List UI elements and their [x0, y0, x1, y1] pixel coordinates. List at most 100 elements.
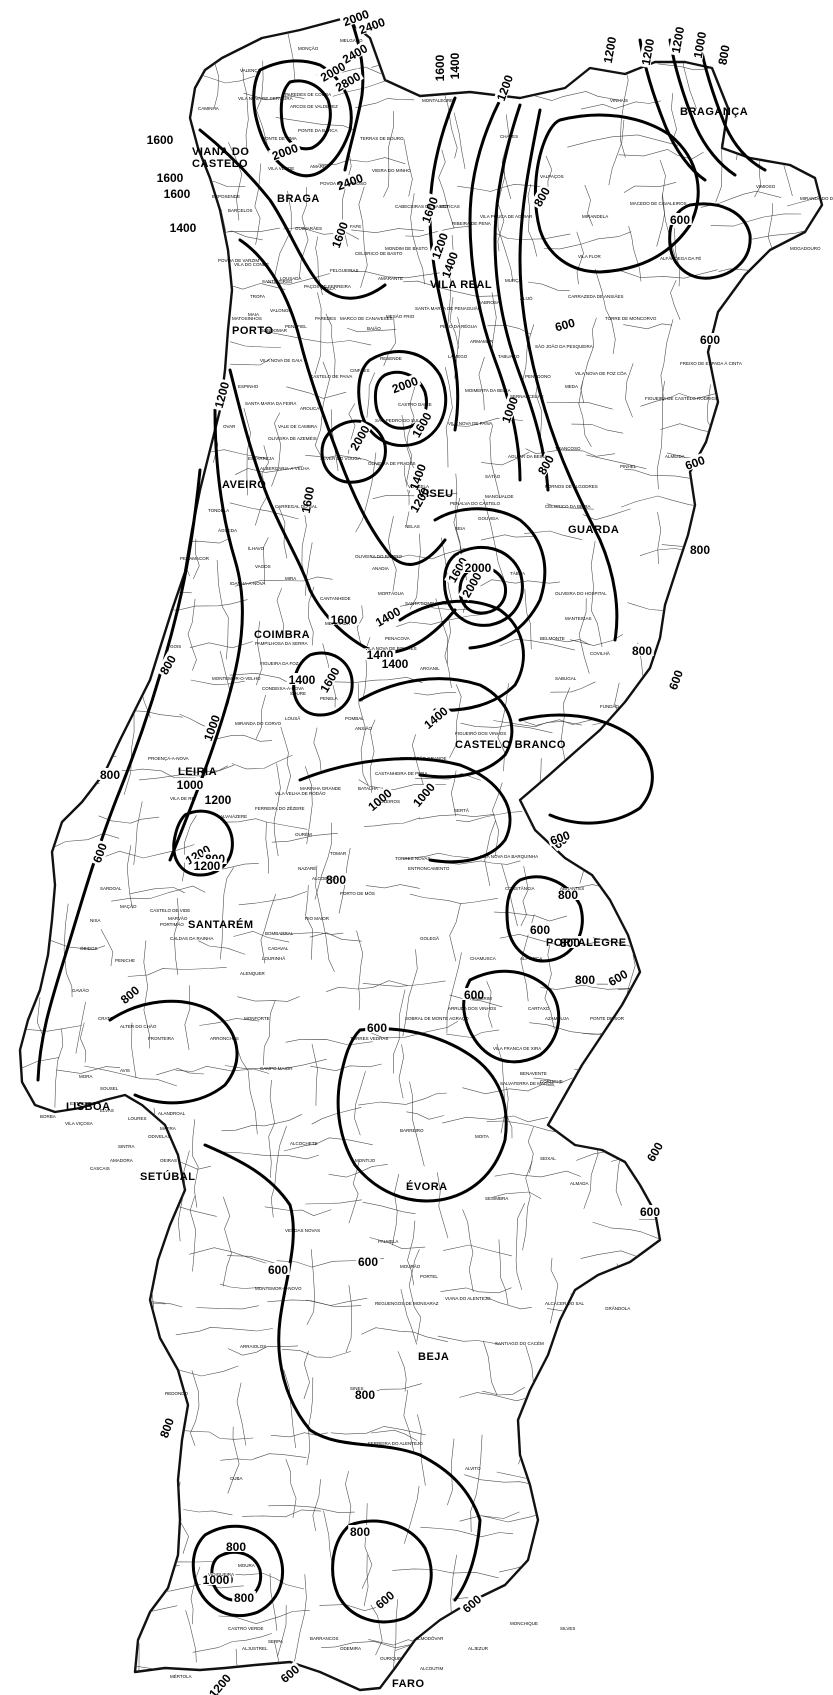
municipal-boundary — [676, 1600, 775, 1613]
municipal-boundary — [588, 20, 625, 30]
municipal-boundary — [280, 726, 292, 794]
municipal-boundary — [524, 530, 583, 540]
municipal-boundary — [462, 1209, 474, 1292]
isoline-label-bg — [174, 778, 206, 790]
town-label: PENALVA DO CASTELO — [450, 501, 501, 506]
town-label: CARREGAL DO SAL — [275, 504, 318, 509]
town-label: VIDIGUEIRA — [208, 1572, 234, 1577]
municipal-boundary — [713, 413, 731, 482]
municipal-boundary — [706, 1431, 759, 1448]
isoline-label-text: 800 — [715, 44, 732, 66]
town-label: TONDELA — [208, 508, 229, 513]
municipal-boundary — [0, 714, 1, 827]
municipal-boundary — [719, 321, 798, 334]
municipal-boundary — [748, 732, 761, 777]
municipal-boundary — [411, 734, 425, 787]
municipal-boundary — [608, 119, 625, 186]
municipal-boundary — [787, 188, 822, 207]
isoline-label-bg — [181, 841, 214, 868]
municipal-boundary — [634, 1455, 731, 1464]
municipal-boundary — [478, 357, 485, 411]
municipal-boundary — [119, 248, 141, 353]
town-label: SOBRAL DE MONTE AGRAÇO — [405, 1016, 469, 1021]
isoline-label: 800 — [715, 42, 733, 68]
municipal-boundary — [566, 1596, 574, 1638]
town-label: MARINHA GRANDE — [300, 786, 341, 791]
city-label-beja: BEJA — [418, 1351, 449, 1363]
municipal-boundary — [712, 1592, 721, 1690]
municipal-boundary — [283, 1137, 373, 1152]
town-label: ALCOUTIM — [420, 1666, 444, 1671]
municipal-boundary — [369, 719, 376, 793]
town-label: AMARANTE — [378, 276, 403, 281]
town-label: ÍLHAVO — [248, 545, 265, 551]
municipal-boundary — [657, 1253, 743, 1262]
isoline-label-bg — [363, 784, 396, 814]
iso-1000-gardunha — [358, 677, 514, 779]
town-label: ÓBIDOS — [80, 945, 98, 951]
municipal-boundary — [357, 683, 369, 786]
isoline-label: 600 — [266, 1263, 290, 1277]
town-label: CAMPO MAIOR — [260, 1066, 293, 1071]
municipal-boundary — [141, 1334, 154, 1427]
municipal-boundary — [800, 1599, 816, 1680]
town-label: BARREIRO — [400, 1128, 424, 1133]
municipal-boundary — [590, 541, 603, 648]
municipal-boundary — [303, 1351, 310, 1400]
municipal-boundary — [41, 149, 138, 161]
isoline-label: 1600 — [433, 52, 447, 84]
isoline-label-bg — [528, 923, 552, 935]
municipal-boundary — [566, 1394, 577, 1457]
municipal-boundary — [676, 1380, 769, 1389]
town-label: VINHAIS — [610, 98, 628, 103]
isoline-label-text: 800 — [157, 1416, 177, 1440]
city-label-aveiro: AVEIRO — [222, 479, 266, 491]
municipal-boundary — [229, 672, 292, 685]
town-label: AMARES — [310, 164, 329, 169]
town-label: VILA NOVA DE GAIA — [260, 358, 302, 363]
town-label: TORRE DE MONCORVO — [605, 316, 657, 321]
city-label-viana: VIANA DO — [192, 146, 249, 158]
municipal-boundary — [738, 1424, 750, 1479]
municipal-boundary — [634, 1380, 683, 1386]
municipal-boundary — [48, 402, 58, 455]
municipal-boundary — [799, 407, 809, 471]
municipal-boundary — [571, 423, 624, 434]
town-label: LAMEGO — [448, 354, 468, 359]
town-label: VILA DO CONDE — [234, 262, 269, 267]
municipal-boundary — [717, 1120, 787, 1132]
town-label: TÁBUA — [510, 570, 525, 576]
municipal-boundary — [620, 269, 718, 279]
town-label: OURIQUE — [380, 1656, 401, 1661]
municipal-boundary — [541, 18, 603, 20]
municipal-boundary — [281, 1349, 351, 1358]
town-label: ALANDROAL — [158, 1111, 186, 1116]
municipal-boundary — [540, 983, 614, 990]
municipal-boundary — [71, 1193, 92, 1239]
municipal-boundary — [661, 1416, 673, 1511]
municipal-boundary — [178, 764, 235, 773]
municipal-boundary — [404, 1485, 420, 1544]
town-label: SANTA COMBA DÃO — [405, 600, 448, 606]
town-label: ALPIARÇA — [520, 956, 542, 961]
municipal-boundary — [20, 207, 100, 217]
town-label: LOULÉ — [0, 0, 15, 1]
municipal-boundary — [20, 95, 65, 109]
town-label: ALBERGARIA-A-VELHA — [260, 466, 310, 471]
municipal-boundary — [185, 319, 229, 327]
isoline-label-bg — [408, 408, 435, 441]
town-label: GOUVEIA — [478, 516, 499, 521]
municipal-boundary — [441, 537, 453, 604]
municipal-boundary — [59, 386, 64, 492]
isoline-label-text: 1200 — [601, 35, 619, 64]
isoline-label-text: 800 — [558, 888, 578, 902]
isoline-label-bg — [346, 421, 373, 454]
isoline-label-bg — [191, 859, 223, 871]
isoline-label: 1000 — [174, 778, 206, 792]
town-label: FIGUEIRÓ DOS VINHOS — [455, 730, 506, 736]
municipal-boundary — [484, 820, 496, 886]
isoline-label: 1600 — [161, 187, 193, 201]
municipal-boundary — [659, 1309, 669, 1359]
town-label: VILA POUCA DE AGUIAR — [480, 214, 533, 219]
iso-1200-marao — [468, 98, 522, 482]
